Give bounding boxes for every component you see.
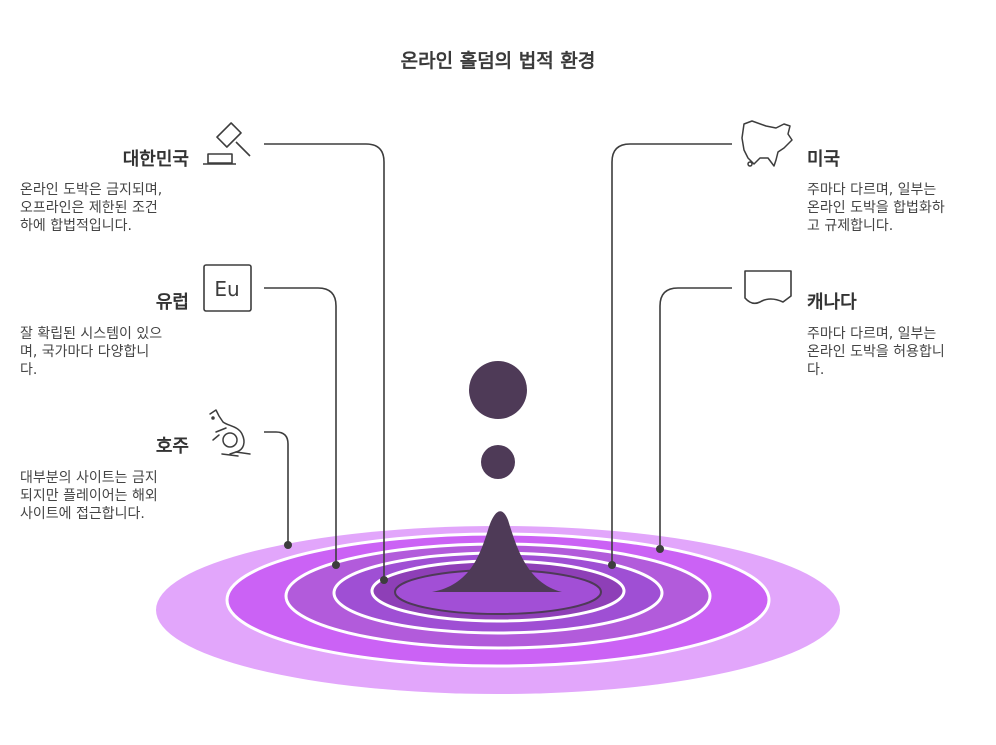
label-australia: 호주 bbox=[155, 436, 189, 457]
splash-peak bbox=[432, 511, 562, 592]
desc-korea: 온라인 도박은 금지되며, 오프라인은 제한된 조건 하에 합법적입니다. bbox=[20, 182, 163, 234]
label-canada: 캐나다 bbox=[807, 292, 857, 313]
connector-dot-canada bbox=[656, 545, 664, 553]
connector-usa bbox=[611, 143, 732, 565]
connector-dot-europe bbox=[332, 561, 340, 569]
label-usa: 미국 bbox=[807, 149, 841, 170]
desc-australia: 대부분의 사이트는 금지 되지만 플레이어는 해외 사이트에 접근합니다. bbox=[20, 470, 158, 522]
connector-korea bbox=[264, 143, 385, 580]
connector-dot-usa bbox=[608, 561, 616, 569]
label-korea: 대한민국 bbox=[122, 149, 189, 170]
desc-europe: 잘 확립된 시스템이 있으 며, 국가마다 다양합니 다. bbox=[20, 326, 163, 378]
svg-text:Eu: Eu bbox=[214, 277, 239, 301]
eu-icon: Eu bbox=[203, 264, 252, 312]
kangaroo-icon bbox=[209, 409, 251, 457]
label-europe: 유럽 bbox=[155, 292, 189, 313]
connector-canada bbox=[659, 287, 732, 549]
desc-canada: 주마다 다르며, 일부는 온라인 도박을 허용합니 다. bbox=[807, 326, 945, 378]
desc-usa: 주마다 다르며, 일부는 온라인 도박을 합법화하 고 규제합니다. bbox=[807, 182, 945, 234]
gavel-icon bbox=[203, 122, 251, 165]
connector-dot-australia bbox=[284, 541, 292, 549]
large-drop bbox=[469, 361, 527, 419]
page-title: 온라인 홀덤의 법적 환경 bbox=[400, 50, 596, 72]
usa-map-icon bbox=[741, 120, 793, 167]
document-icon bbox=[744, 270, 792, 305]
connector-europe bbox=[264, 287, 337, 565]
connector-australia bbox=[264, 431, 289, 545]
connector-dot-korea bbox=[380, 576, 388, 584]
small-drop bbox=[481, 445, 515, 479]
